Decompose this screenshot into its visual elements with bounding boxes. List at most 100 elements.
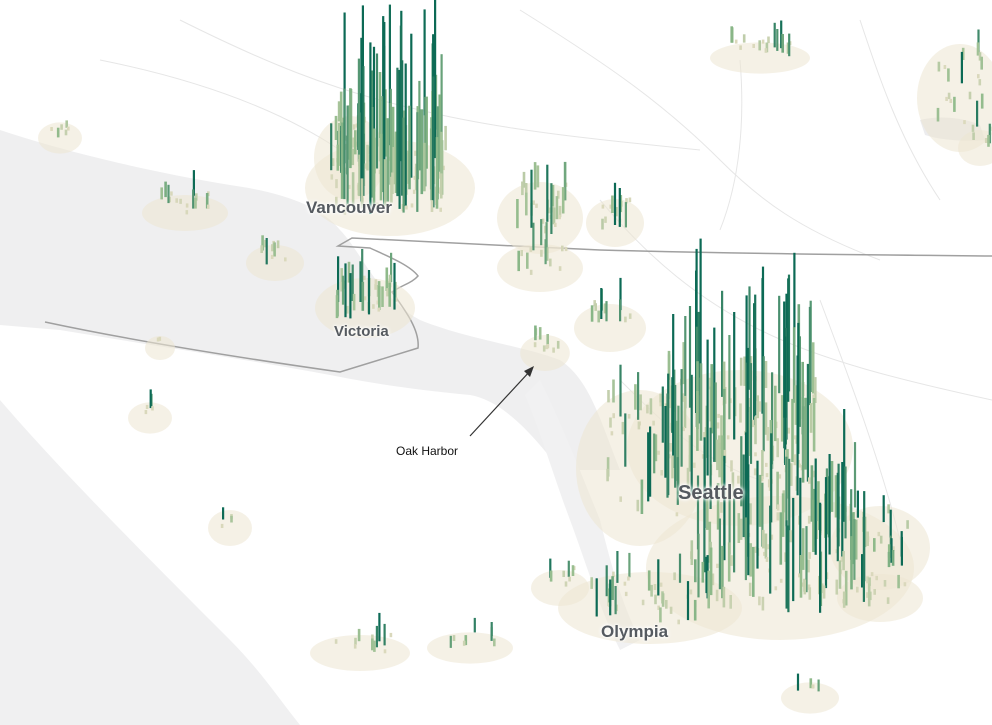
population-spike (605, 301, 608, 322)
population-spike (721, 545, 724, 599)
population-spike (636, 499, 640, 512)
population-spike (371, 107, 374, 198)
population-spike (659, 393, 662, 403)
population-spike (416, 112, 419, 212)
population-spike (205, 193, 209, 209)
population-spike (669, 443, 672, 452)
population-spike (556, 340, 560, 349)
population-spike (564, 581, 568, 587)
population-spike (654, 594, 657, 605)
population-spike (787, 278, 790, 402)
population-spike (690, 374, 693, 495)
population-spike (357, 58, 360, 162)
population-spike (373, 640, 376, 652)
population-spike (590, 305, 594, 322)
population-spike (729, 595, 732, 609)
population-spike (789, 530, 793, 543)
population-spike (879, 535, 883, 544)
population-spike (937, 61, 941, 72)
population-spike (360, 178, 364, 209)
population-spike (284, 257, 287, 262)
population-spike (984, 138, 988, 143)
population-spike (361, 249, 364, 286)
population-spike (701, 454, 705, 459)
population-spike (980, 56, 983, 70)
population-spike (381, 96, 384, 193)
population-spike (351, 148, 355, 166)
population-spike (875, 575, 878, 581)
population-spike (805, 526, 808, 593)
population-spike (601, 204, 605, 209)
population-spike (730, 460, 733, 472)
population-spike (144, 410, 148, 415)
population-spike (331, 158, 335, 166)
population-spike (619, 364, 622, 417)
population-spike (621, 421, 625, 435)
population-spike (613, 182, 617, 225)
population-spike (774, 586, 778, 591)
population-spike (604, 216, 607, 223)
population-spike (749, 363, 753, 464)
populated-area (558, 572, 742, 644)
population-spike (870, 572, 874, 577)
population-spike (792, 497, 795, 602)
population-spike (358, 154, 361, 197)
population-spike (844, 466, 847, 539)
population-spike (754, 416, 757, 445)
population-spike (666, 393, 669, 498)
population-spike (56, 127, 60, 138)
population-spike (900, 537, 903, 566)
population-spike (379, 133, 383, 201)
population-spike (206, 204, 210, 209)
population-spike (349, 273, 352, 319)
population-spike (372, 46, 376, 192)
population-spike (742, 34, 746, 43)
population-spike (804, 397, 807, 470)
population-spike (192, 189, 195, 209)
population-spike (807, 584, 811, 590)
population-spike (378, 286, 381, 310)
population-spike (546, 334, 549, 346)
population-spike (649, 398, 653, 415)
population-spike (273, 242, 276, 257)
population-spike (398, 69, 401, 209)
population-spike (354, 637, 357, 645)
population-spike (776, 29, 779, 51)
population-spike (387, 156, 391, 161)
population-spike (748, 582, 752, 596)
population-spike (987, 134, 990, 147)
population-spike (739, 518, 743, 540)
population-spike (676, 457, 679, 505)
population-spike (873, 589, 876, 595)
population-spike (677, 619, 680, 625)
population-spike (887, 504, 890, 514)
population-spike (798, 463, 801, 468)
population-spike (396, 67, 399, 197)
population-spike (715, 589, 719, 602)
population-spike (533, 162, 537, 190)
population-spike (811, 342, 815, 394)
population-spike (740, 436, 743, 507)
international-border (44, 237, 992, 373)
population-spike (647, 432, 650, 502)
population-spike (723, 388, 726, 462)
population-spike (529, 247, 533, 252)
population-spike (420, 109, 424, 195)
population-spike (440, 54, 443, 147)
population-spike (386, 118, 390, 202)
population-spike (414, 150, 417, 156)
population-spike (758, 474, 762, 527)
populated-area (574, 304, 646, 352)
populated-area (208, 510, 252, 546)
population-spike (764, 533, 768, 559)
population-spike (530, 169, 533, 228)
population-spike (388, 4, 391, 146)
population-spike (410, 33, 413, 178)
population-spike (423, 142, 426, 192)
population-spike (720, 502, 723, 513)
population-spike (545, 222, 548, 248)
population-spike (222, 507, 225, 520)
population-spike (883, 580, 887, 587)
population-spike (812, 398, 816, 452)
population-spike (624, 591, 628, 597)
